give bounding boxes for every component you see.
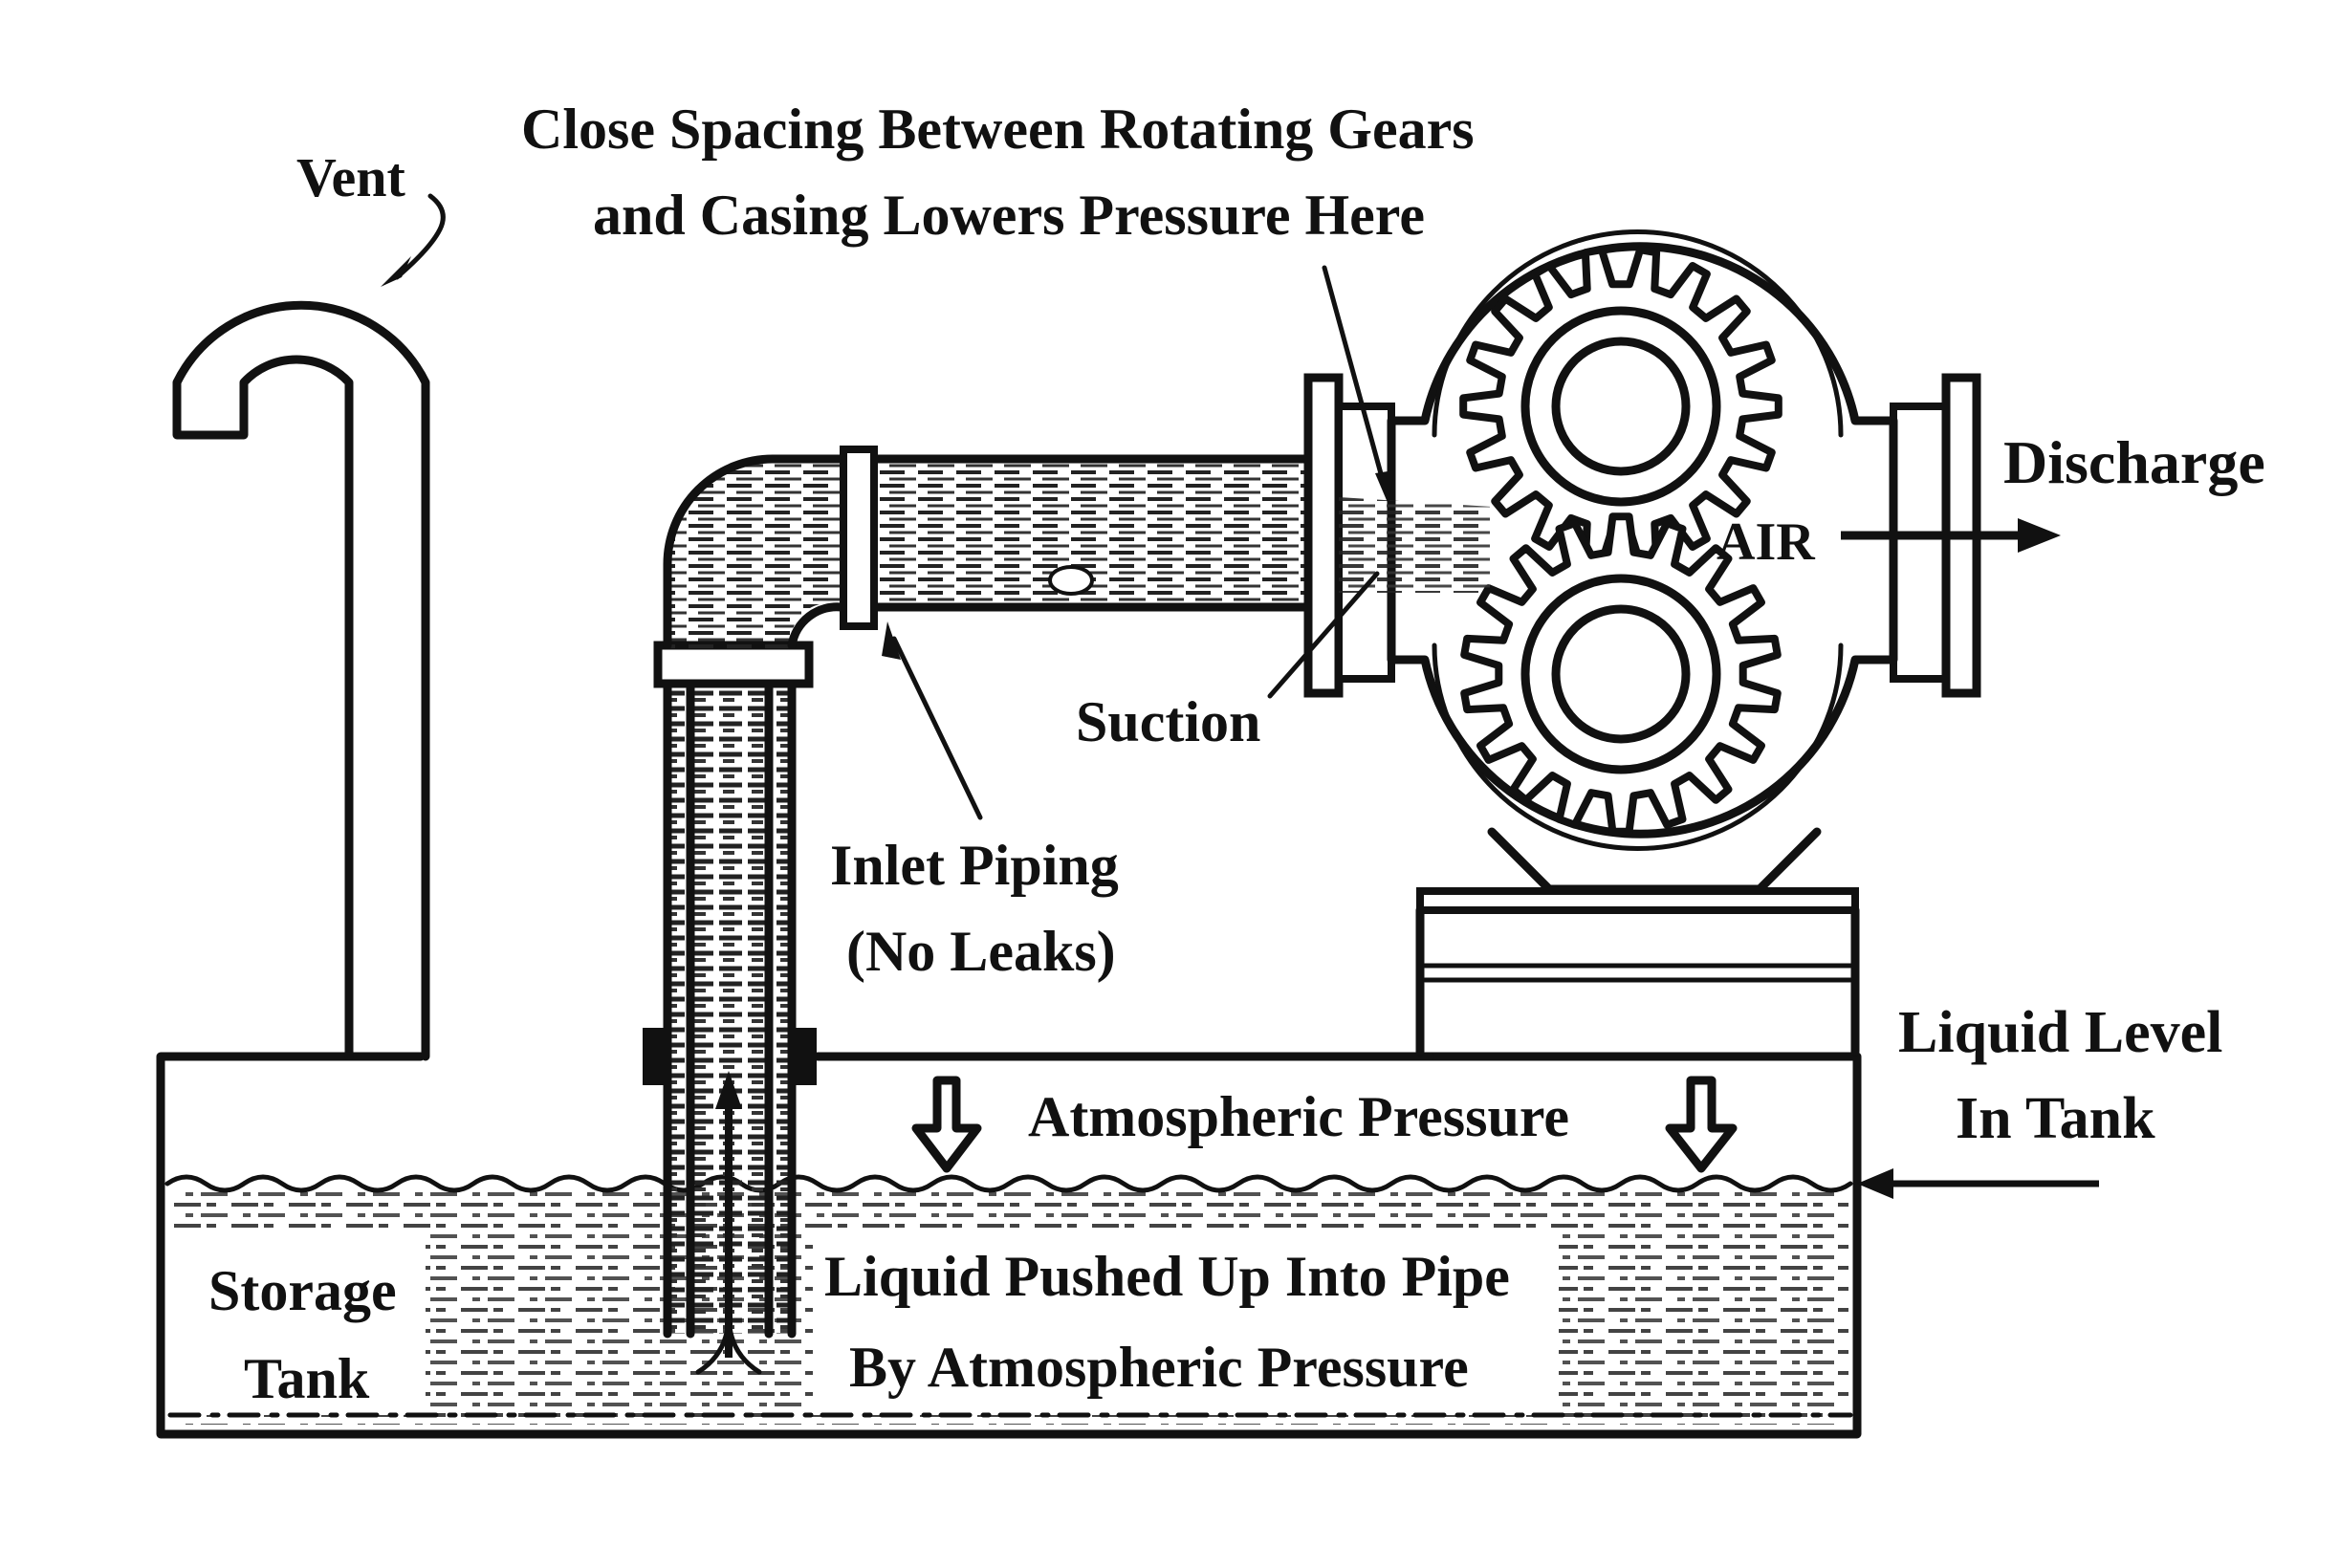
label-storage-tank-2: Tank [244, 1347, 370, 1410]
storage-tank [156, 1052, 1862, 1439]
label-inlet-piping-2: (No Leaks) [846, 920, 1116, 983]
labels: Vent Close Spacing Between Rotating Gear… [208, 98, 2265, 1410]
vent-pipe [172, 193, 446, 1061]
label-storage-tank-1: Storage [208, 1259, 397, 1322]
label-air: AIR [1717, 512, 1815, 572]
upper-gear [1459, 246, 1782, 567]
label-suction: Suction [1076, 690, 1260, 753]
label-close-spacing-2: and Casing Lowers Pressure Here [593, 184, 1425, 247]
label-inlet-piping-1: Inlet Piping [830, 834, 1119, 897]
gear-pump [1303, 229, 1981, 1056]
label-discharge: Discharge [2003, 428, 2265, 496]
inlet-pipe [643, 446, 1320, 1375]
lower-gear [1460, 512, 1782, 836]
label-atmospheric-pressure: Atmospheric Pressure [1028, 1085, 1569, 1148]
label-liquid-level-2: In Tank [1956, 1086, 2155, 1151]
leader-lines [882, 265, 2099, 1199]
liquid-surface [164, 1174, 1853, 1193]
label-liquid-level-1: Liquid Level [1898, 1000, 2222, 1065]
label-vent: Vent [296, 146, 406, 208]
gear-bore [1551, 604, 1691, 744]
gear-bore [1551, 337, 1691, 476]
pressure-arrow-right [1665, 1076, 1738, 1173]
label-liquid-pushed-1: Liquid Pushed Up Into Pipe [824, 1245, 1510, 1308]
pressure-arrow-left [911, 1076, 982, 1173]
label-liquid-pushed-2: By Atmospheric Pressure [849, 1336, 1469, 1399]
label-close-spacing-1: Close Spacing Between Rotating Gears [521, 98, 1475, 161]
